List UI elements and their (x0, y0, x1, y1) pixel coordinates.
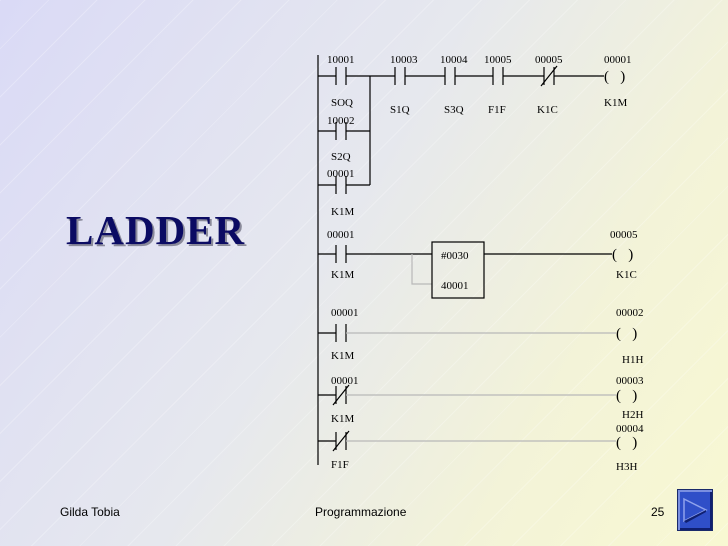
label-addr-10003: 10003 (390, 54, 418, 66)
block-line-2: 40001 (441, 280, 469, 292)
label-addr-10002: 10002 (327, 115, 355, 127)
label-name-k1m-r2: K1M (331, 269, 354, 281)
contact-10004 (444, 67, 456, 85)
rung-3: 00001 K1M ( ) 00002 H1H (318, 307, 644, 366)
label-coil-addr-00005: 00005 (610, 229, 638, 241)
coil-k1m: ( ) (604, 69, 625, 85)
label-name-s3q: S3Q (444, 104, 464, 116)
coil-h2h: ( ) (616, 388, 637, 404)
contact-00001-r2 (335, 245, 347, 263)
label-name-s1q: S1Q (390, 104, 410, 116)
label-name-k1c: K1C (537, 104, 558, 116)
label-addr-10004: 10004 (440, 54, 468, 66)
coil-k1c: ( ) (612, 247, 633, 263)
slide-title: LADDER (66, 207, 246, 253)
footer-subject: Programmazione (315, 505, 407, 519)
label-addr-00001-r4: 00001 (331, 375, 359, 387)
label-coil-addr-00004: 00004 (616, 423, 644, 435)
label-name-k1m-r4: K1M (331, 413, 354, 425)
rung-2: 00001 K1M #0030 40001 ( ) 00005 K1C (318, 229, 638, 299)
label-name-f1f: F1F (488, 104, 506, 116)
label-coil-name-k1c: K1C (616, 269, 637, 281)
label-addr-00001-r3: 00001 (331, 307, 359, 319)
contact-00001-r3 (335, 324, 347, 342)
label-name-soq: SOQ (331, 97, 353, 109)
label-name-s2q: S2Q (331, 151, 351, 163)
contact-10005 (492, 67, 504, 85)
label-addr-00005: 00005 (535, 54, 563, 66)
label-addr-00001-r2: 00001 (327, 229, 355, 241)
label-name-k1m-r3: K1M (331, 350, 354, 362)
contact-10001 (335, 67, 347, 85)
footer-author: Gilda Tobia (60, 505, 120, 519)
play-arrow-icon (683, 497, 708, 523)
label-coil-name-h3h: H3H (616, 461, 637, 473)
rung-1: 10001 SOQ 10002 S2Q 00001 K1M 10003 S1Q … (318, 54, 632, 218)
coil-h1h: ( ) (616, 326, 637, 342)
rung-5: F1F ( ) 00004 H3H (318, 423, 644, 473)
label-coil-addr-00002: 00002 (616, 307, 644, 319)
function-block (431, 241, 485, 299)
label-coil-name-k1m: K1M (604, 97, 627, 109)
next-slide-button[interactable] (677, 489, 713, 531)
contact-10003 (394, 67, 406, 85)
label-addr-10001: 10001 (327, 54, 355, 66)
block-line-1: #0030 (441, 250, 469, 262)
rung-4: 00001 K1M ( ) 00003 H2H (318, 375, 644, 425)
page-number: 25 (651, 505, 665, 519)
label-name-f1f-r5: F1F (331, 459, 349, 471)
label-coil-name-h1h: H1H (622, 354, 643, 366)
label-coil-addr-00001: 00001 (604, 54, 632, 66)
label-addr-10005: 10005 (484, 54, 512, 66)
label-coil-addr-00003: 00003 (616, 375, 644, 387)
label-name-k1m: K1M (331, 206, 354, 218)
label-coil-name-h2h: H2H (622, 409, 643, 421)
coil-h3h: ( ) (616, 435, 637, 451)
label-addr-00001: 00001 (327, 168, 355, 180)
